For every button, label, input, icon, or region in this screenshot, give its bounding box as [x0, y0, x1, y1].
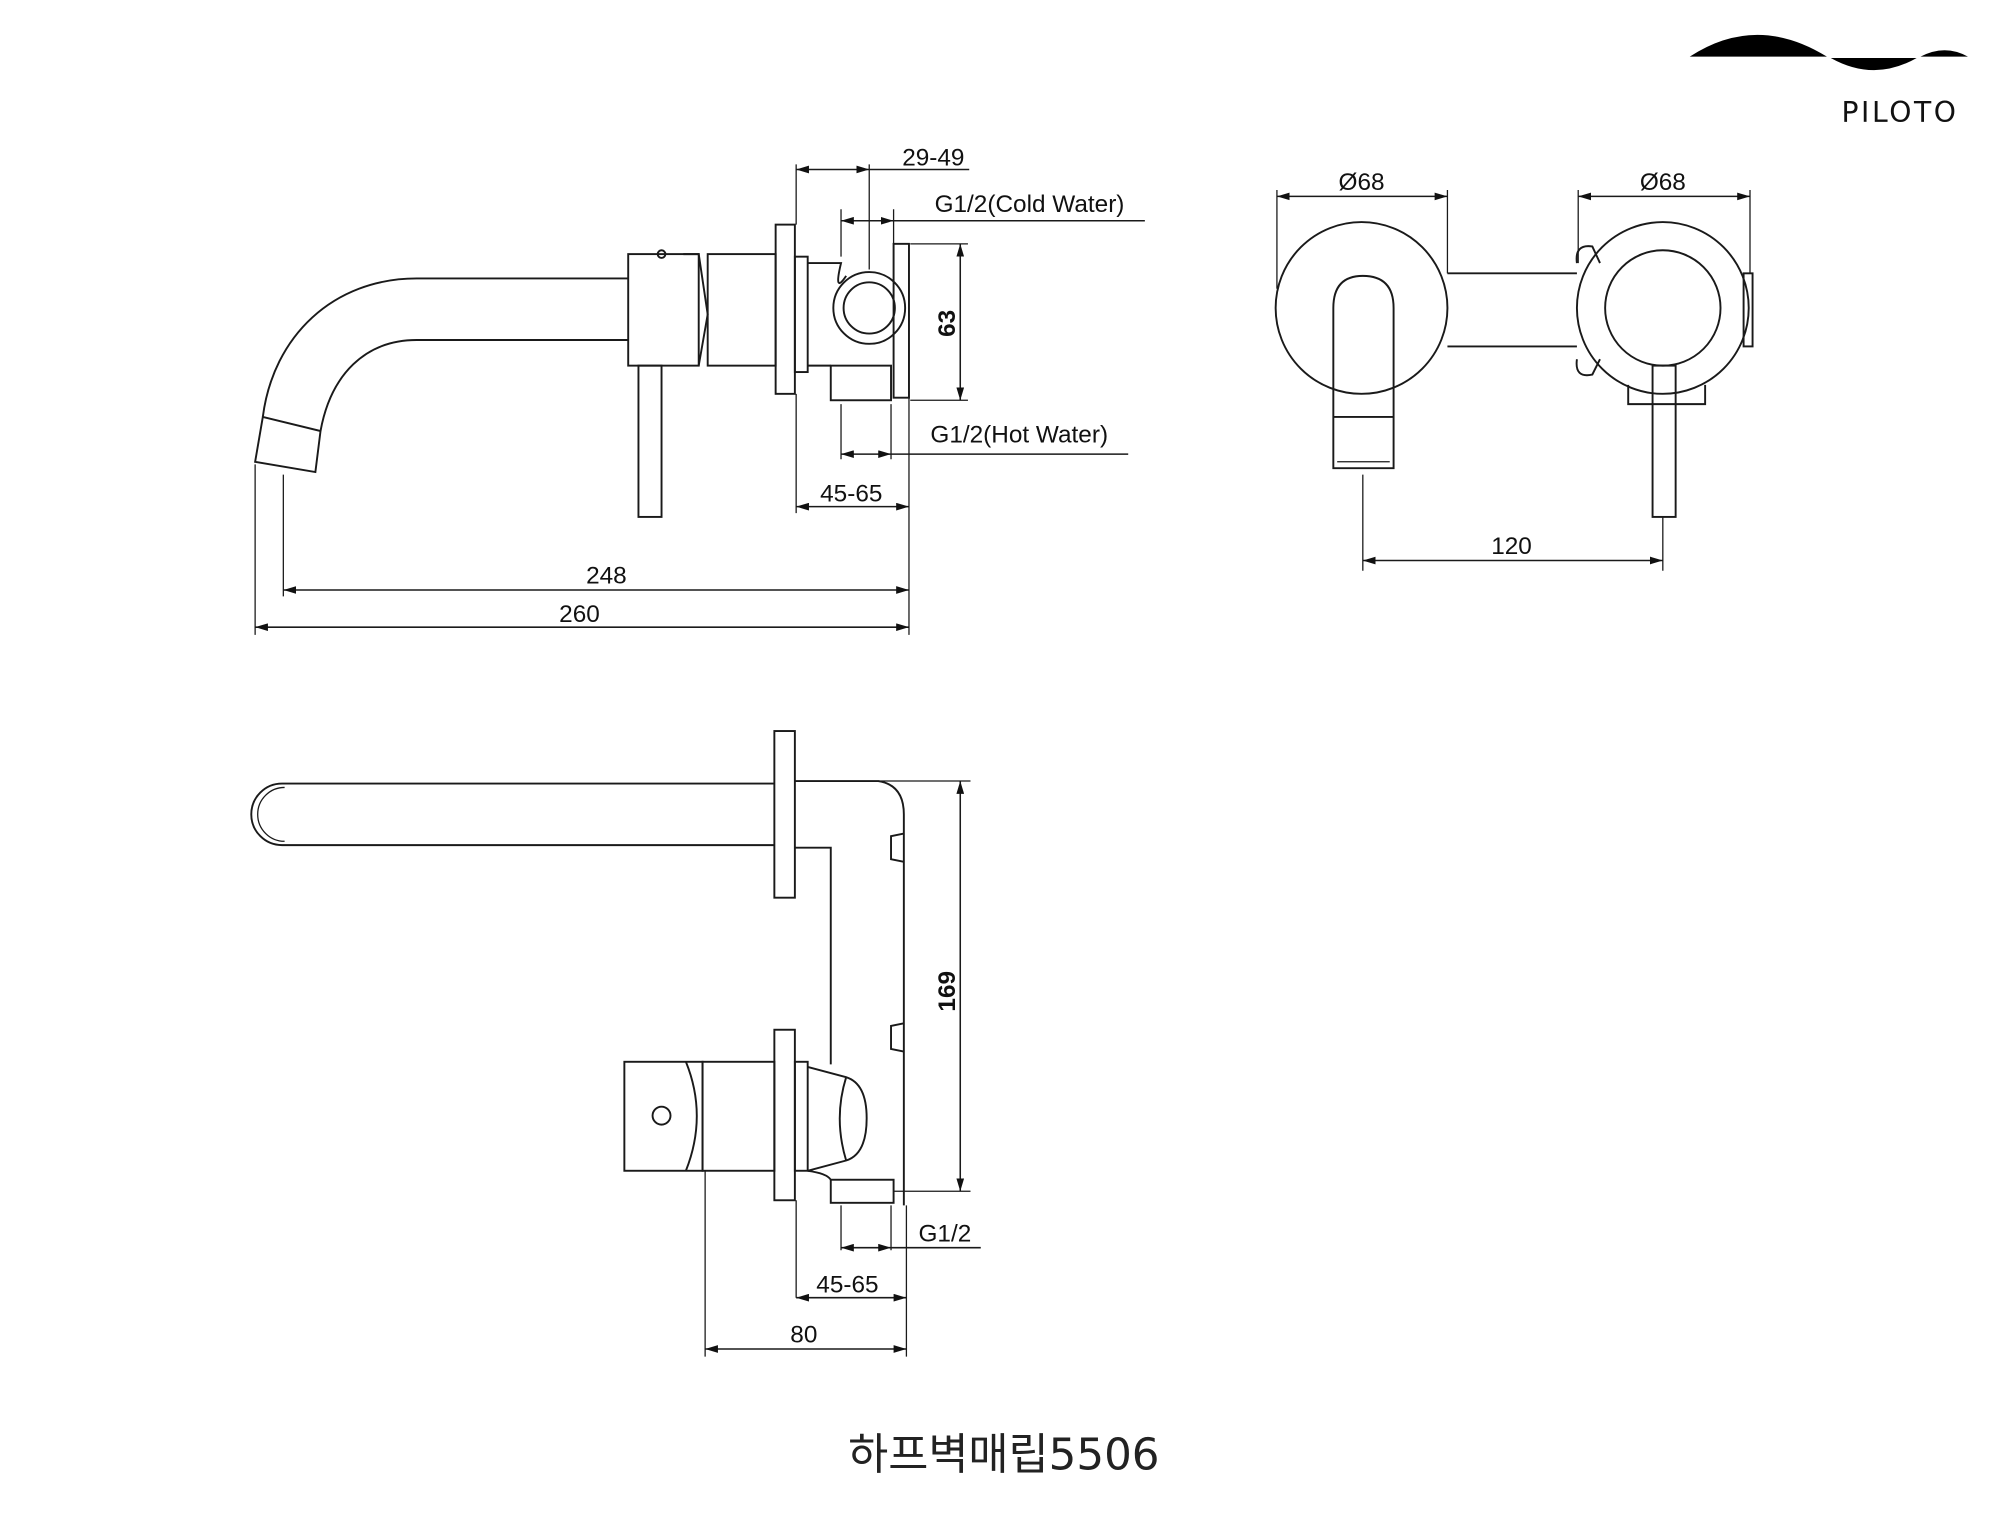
aerator [254, 415, 322, 474]
dim-depth-label: 45-65 [820, 481, 882, 508]
dim-body-label: 80 [790, 1322, 817, 1349]
dim-spout-inner-label: 248 [586, 563, 627, 590]
dim-depth-top-label: 45-65 [816, 1272, 878, 1299]
dim-mounting-label: 29-49 [902, 145, 964, 172]
lever-front [1651, 364, 1677, 518]
dim-right-plate-label: Ø68 [1640, 169, 1686, 196]
top-flange [773, 730, 796, 899]
hot-inlet-label: G1/2(Hot Water) [930, 422, 1108, 449]
dim-spout-total-label: 260 [559, 601, 600, 628]
right-cover-plate [1575, 221, 1750, 395]
spout-top [250, 782, 775, 847]
hot-inlet [829, 364, 892, 402]
handle-block [627, 253, 700, 367]
inlet-top [829, 1178, 895, 1204]
top-view: 169 G1/2 45-65 80 [250, 730, 981, 1357]
dim-left-plate-label: Ø68 [1339, 169, 1385, 196]
cold-inlet [832, 271, 907, 345]
dim-height-label: 63 [934, 310, 961, 337]
piloto-logo: PILOTO [1689, 34, 1968, 129]
product-caption: 하프벽매립5506 [848, 1430, 1159, 1480]
flange [774, 223, 796, 395]
front-view: Ø68 Ø68 120 [1274, 169, 1754, 571]
spout-front [1332, 274, 1395, 470]
left-cover-plate [1274, 221, 1449, 395]
brand-name: PILOTO [1842, 96, 1959, 129]
cold-inlet-label: G1/2(Cold Water) [935, 191, 1125, 218]
inlet-top-label: G1/2 [918, 1220, 971, 1247]
lever [637, 364, 663, 518]
dim-height-top-label: 169 [934, 971, 961, 1012]
side-view: 29-49 G1/2(Cold Water) 63 G1/2(Hot Water… [254, 145, 1145, 635]
dim-centers-label: 120 [1491, 533, 1532, 560]
